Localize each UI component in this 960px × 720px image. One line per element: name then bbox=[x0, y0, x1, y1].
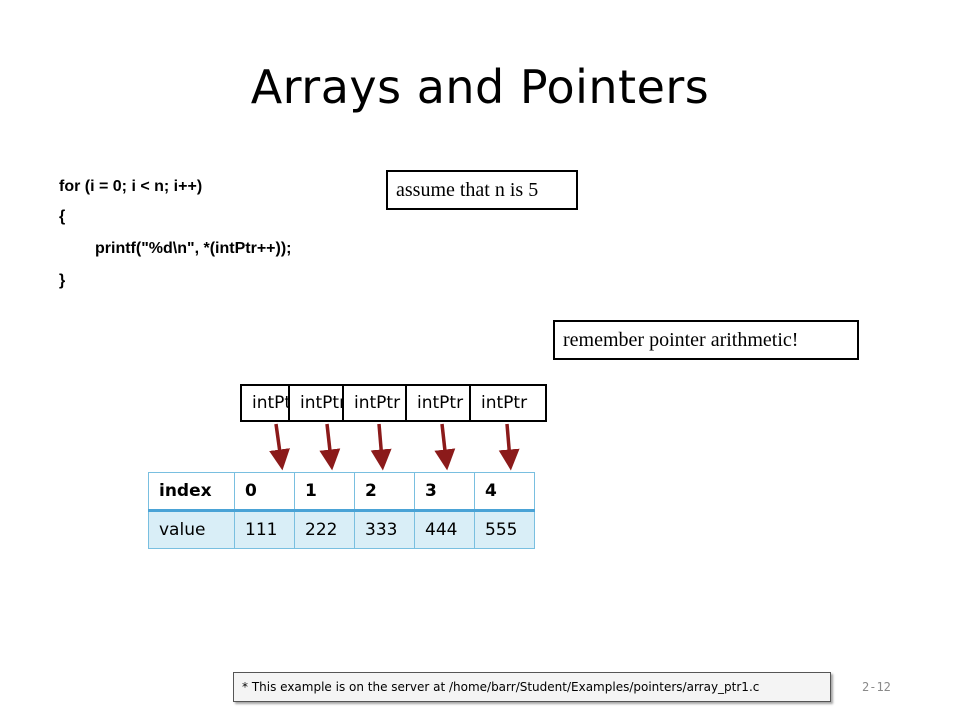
callout-pointer-arithmetic: remember pointer arithmetic! bbox=[553, 320, 859, 360]
value-row: value 111 222 333 444 555 bbox=[148, 510, 535, 549]
arrow-2 bbox=[370, 423, 392, 471]
value-label: value bbox=[148, 510, 235, 549]
pointer-box-3: intPtr bbox=[405, 384, 472, 422]
arrow-0 bbox=[269, 423, 290, 471]
callout-n-is-5: assume that n is 5 bbox=[386, 170, 578, 210]
index-cell: 0 bbox=[234, 472, 295, 512]
value-cell: 444 bbox=[414, 510, 475, 549]
value-cell: 222 bbox=[294, 510, 355, 549]
value-cell: 555 bbox=[474, 510, 535, 549]
code-line-printf: printf("%d\n", *(intPtr++)); bbox=[95, 240, 292, 257]
index-cell: 2 bbox=[354, 472, 415, 512]
array-table: index 0 1 2 3 4 value 111 222 333 444 55… bbox=[148, 472, 535, 549]
code-line-close-brace: } bbox=[59, 272, 66, 289]
index-row: index 0 1 2 3 4 bbox=[148, 472, 535, 512]
arrow-1 bbox=[319, 423, 341, 471]
index-cell: 4 bbox=[474, 472, 535, 512]
index-cell: 3 bbox=[414, 472, 475, 512]
arrow-4 bbox=[498, 423, 520, 471]
page-number: 2-12 bbox=[862, 680, 891, 694]
code-line-open-brace: { bbox=[59, 208, 66, 225]
value-cell: 333 bbox=[354, 510, 415, 549]
slide-title: Arrays and Pointers bbox=[250, 60, 710, 114]
code-line-for: for (i = 0; i < n; i++) bbox=[59, 178, 203, 195]
pointer-box-2: intPtr bbox=[342, 384, 408, 422]
arrow-3 bbox=[434, 423, 456, 471]
index-cell: 1 bbox=[294, 472, 355, 512]
footnote: * This example is on the server at /home… bbox=[233, 672, 831, 702]
value-cell: 111 bbox=[234, 510, 295, 549]
index-label: index bbox=[148, 472, 235, 512]
pointer-box-4: intPtr bbox=[469, 384, 547, 422]
